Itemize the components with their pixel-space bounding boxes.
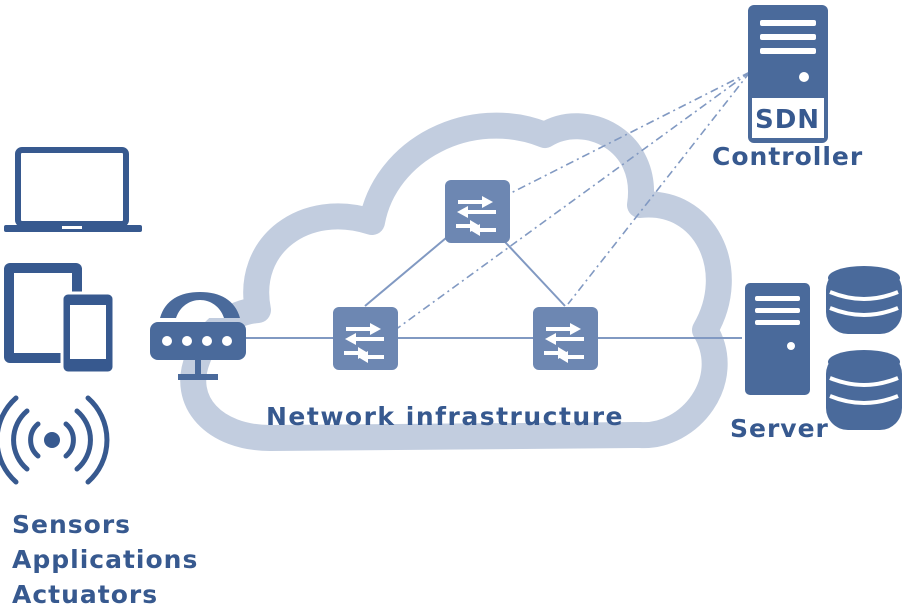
server-tower-icon	[745, 283, 810, 395]
controller-label: Controller	[712, 142, 864, 171]
controller-links	[394, 71, 751, 331]
actuators-label: Actuators	[12, 580, 159, 609]
phone-icon	[60, 291, 116, 375]
controller-label-sdn: SDN	[755, 105, 821, 135]
server-label: Server	[730, 414, 829, 443]
sensors-label: Sensors	[12, 510, 132, 539]
network-cloud	[180, 112, 732, 451]
controller-tower-icon	[748, 5, 828, 143]
sdn-switch-icon	[533, 307, 598, 370]
applications-label: Applications	[12, 545, 199, 574]
laptop-icon	[4, 147, 142, 232]
wireless-sensor-icon	[0, 395, 110, 485]
gateway-router-icon	[150, 292, 246, 380]
sdn-switch-icon	[445, 180, 510, 243]
sdn-switch-icon	[333, 307, 398, 370]
database-icon	[826, 266, 902, 334]
database-icon	[826, 350, 902, 430]
network-infrastructure-label: Network infrastructure	[266, 402, 625, 431]
